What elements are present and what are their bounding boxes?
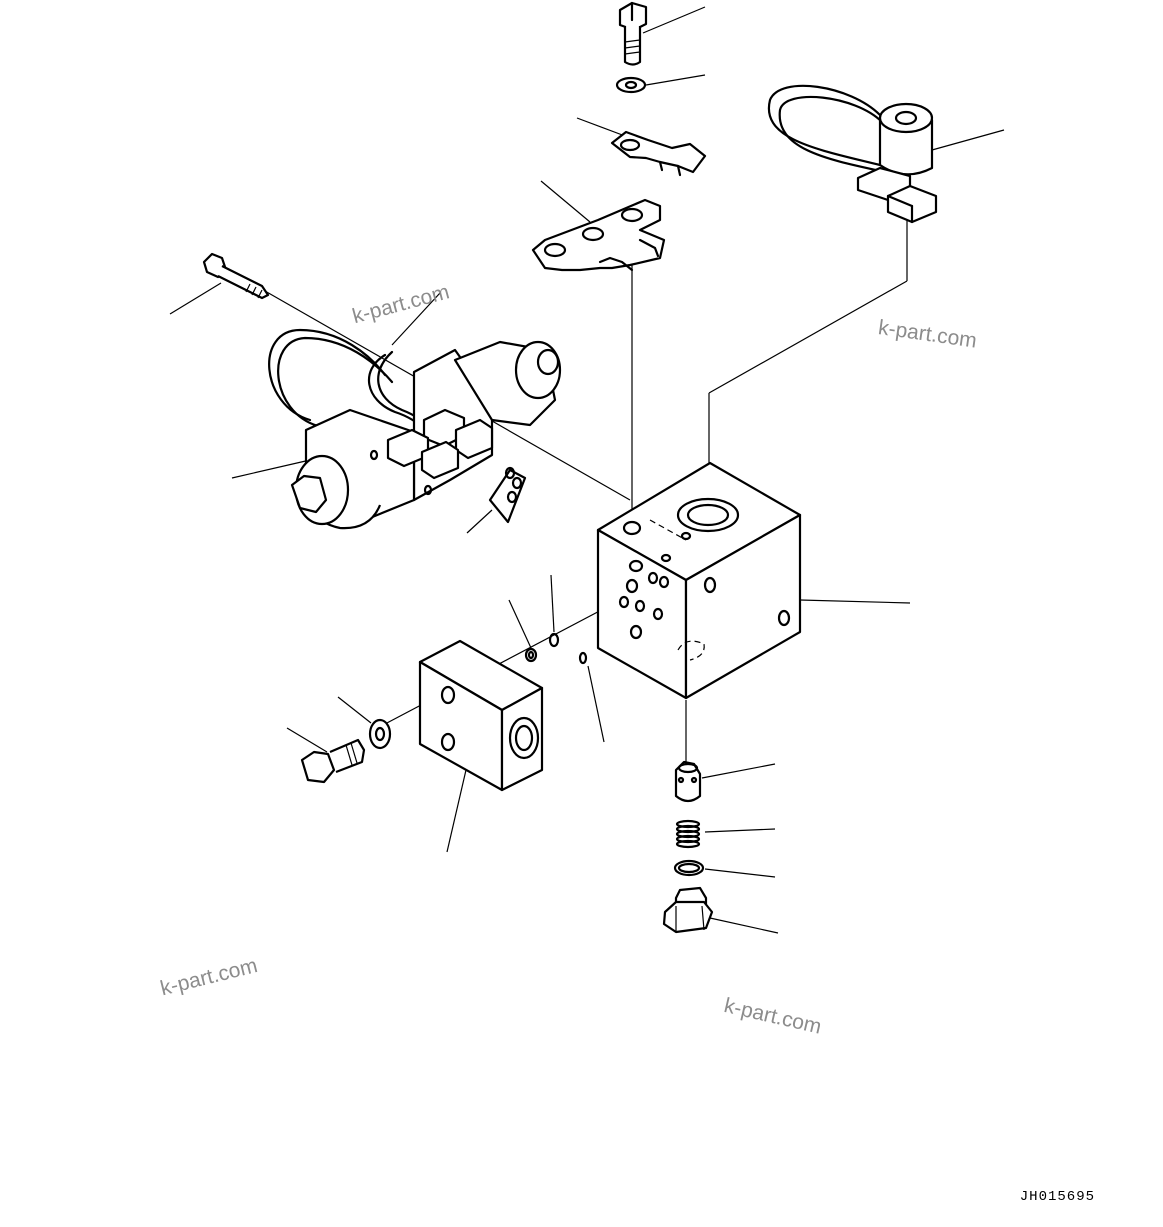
hex-bolt-left-icon [300, 738, 366, 784]
manifold-block-icon [596, 461, 802, 700]
clamp-plate-icon [531, 198, 666, 272]
poppet-icon [674, 760, 702, 803]
o-rings-icon [524, 632, 588, 665]
gasket-icon [488, 466, 527, 524]
top-bolt-icon [618, 1, 648, 66]
drawing-code: JH015695 [1019, 1189, 1095, 1205]
spring-icon [675, 819, 701, 849]
plug-icon [662, 886, 714, 934]
washer-left-icon [368, 718, 392, 750]
leader-lines [169, 6, 1005, 934]
small-bracket-icon [610, 130, 707, 177]
solenoid-coil-small-icon [767, 84, 938, 224]
sub-plate-block-icon [418, 639, 544, 792]
washer-icon [615, 76, 647, 94]
double-solenoid-valve-icon [268, 328, 562, 530]
long-bolt-icon [202, 252, 270, 300]
o-ring-plug-icon [673, 859, 705, 877]
